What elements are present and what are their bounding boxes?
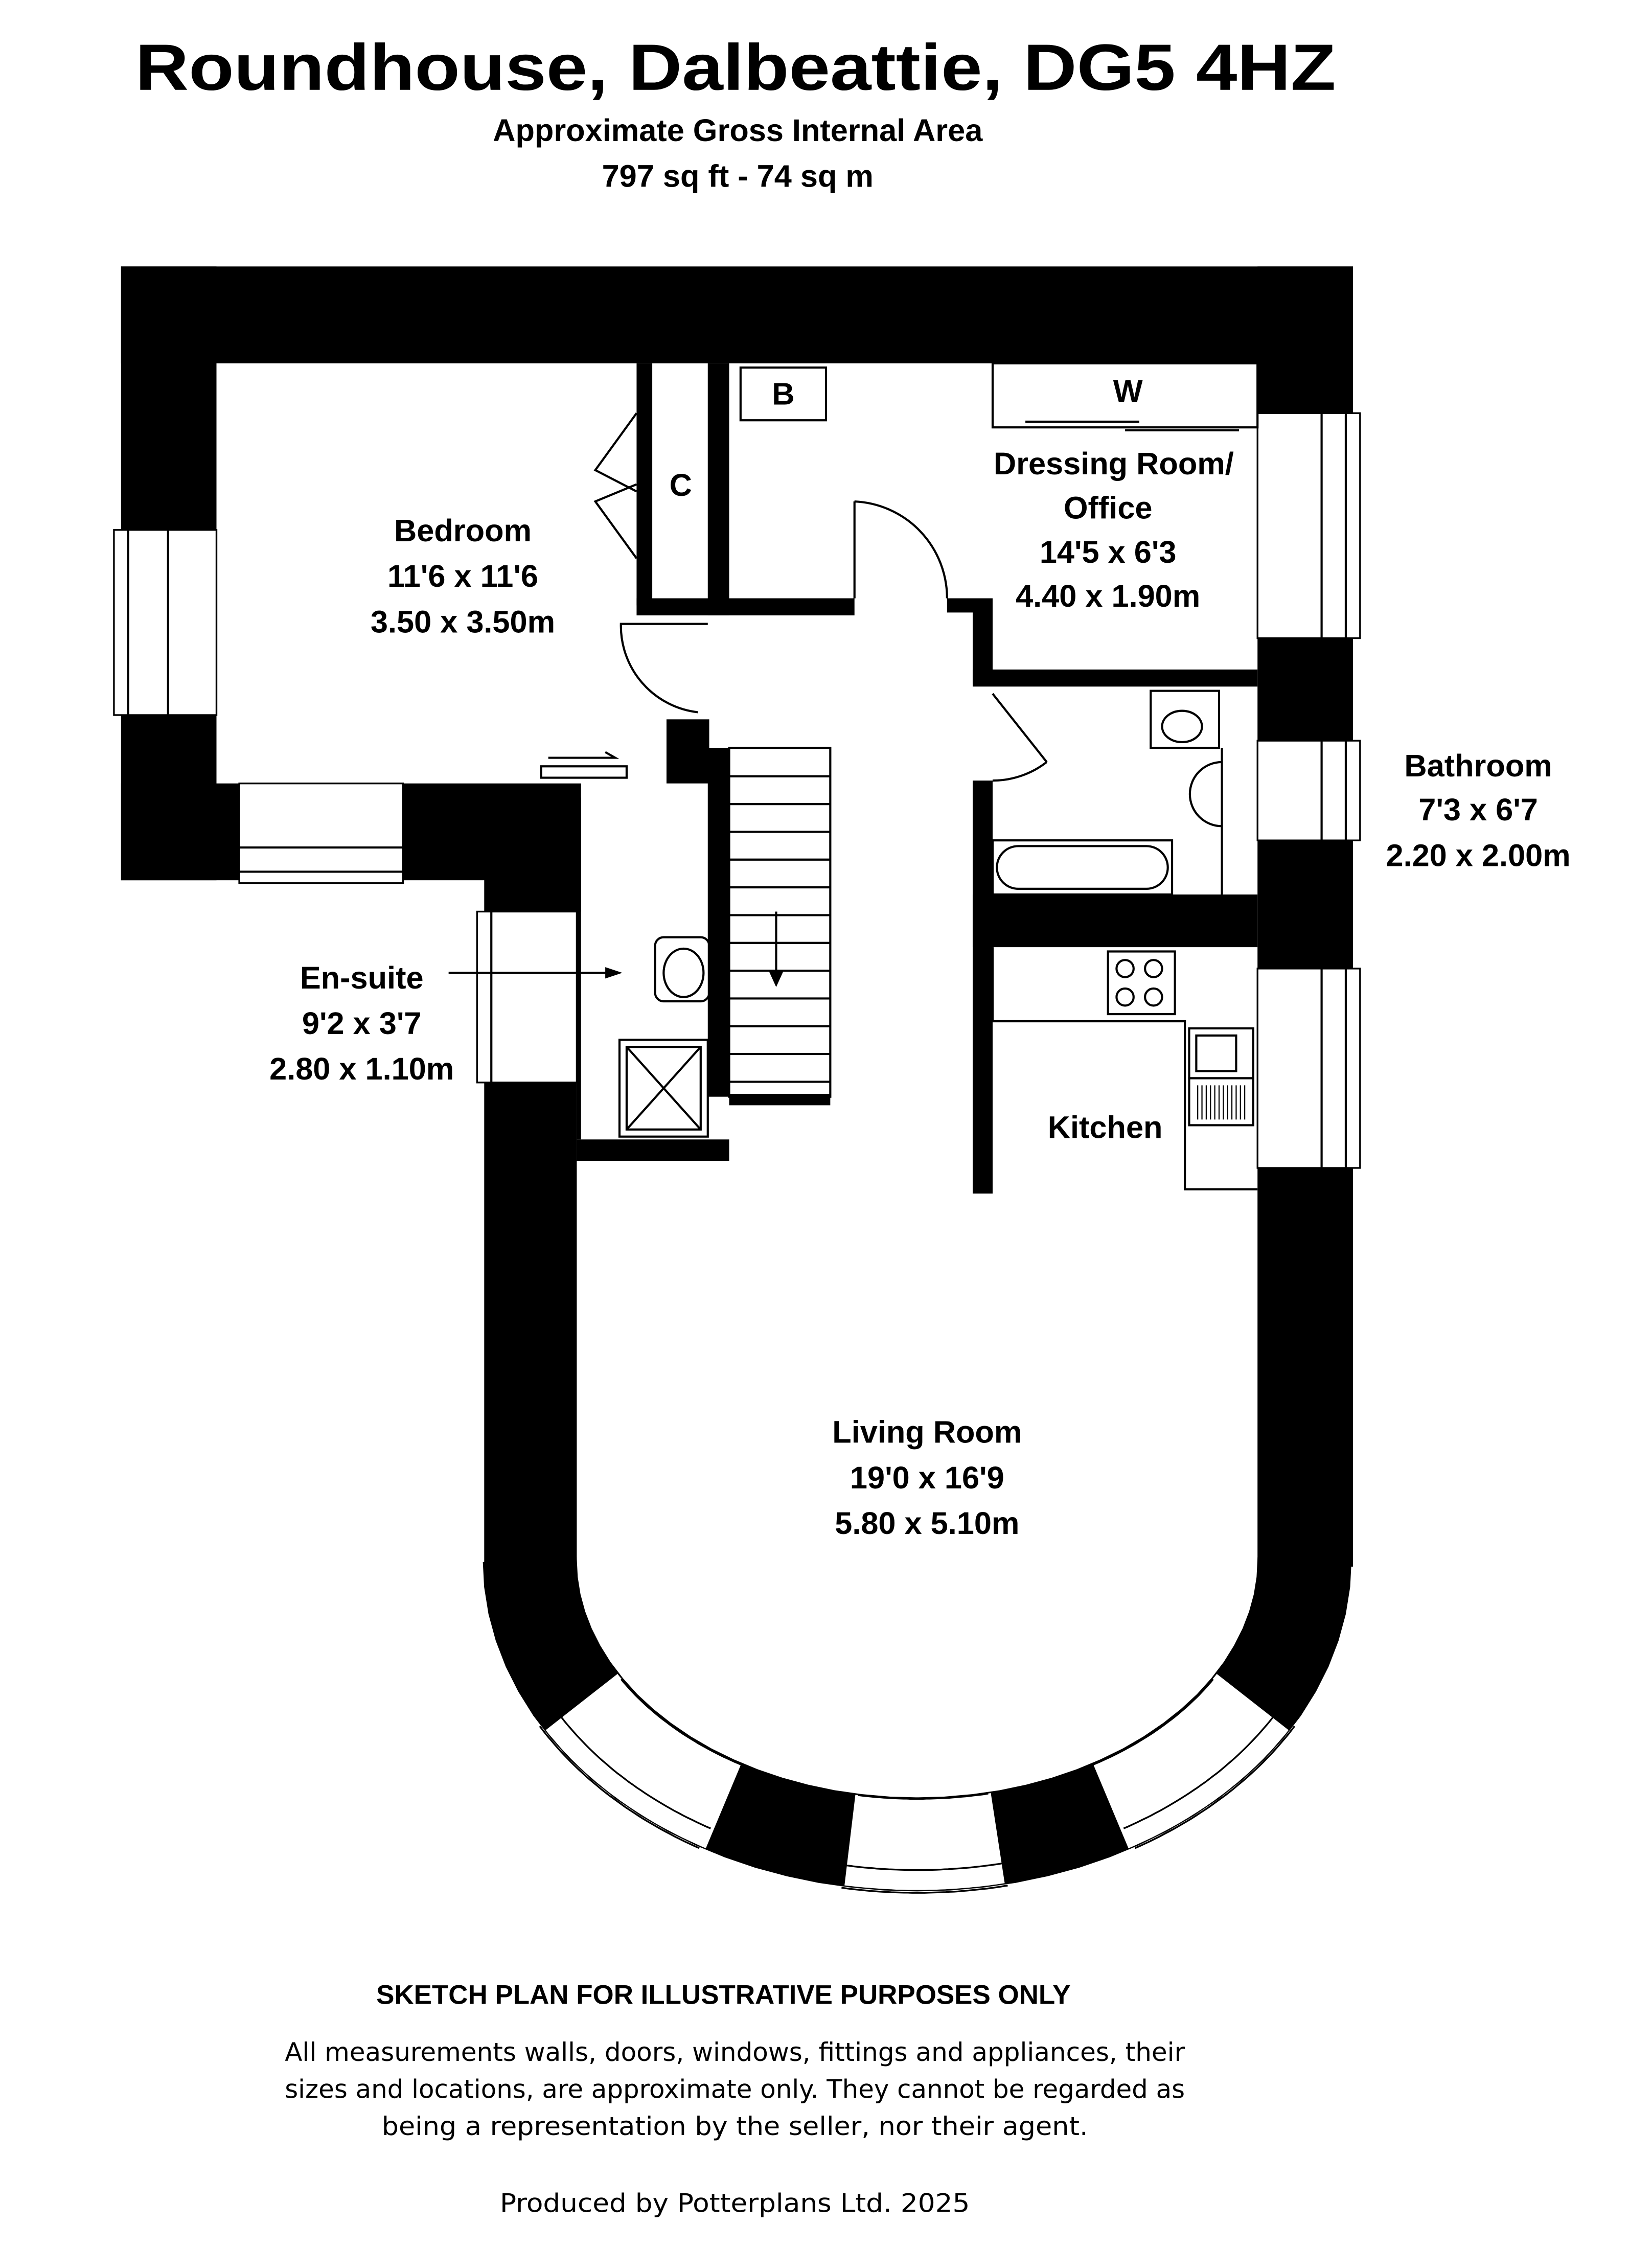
boiler bbox=[739, 366, 828, 422]
door-bathroom bbox=[992, 693, 1048, 782]
dressing-imperial: 14'5 x 6'3 bbox=[1040, 535, 1177, 569]
disclaimer-line-2: sizes and locations, are approximate onl… bbox=[285, 2074, 1185, 2104]
fixtures bbox=[448, 362, 1259, 1190]
wardrobe bbox=[991, 362, 1259, 429]
bedroom-imperial: 11'6 x 11'6 bbox=[387, 559, 538, 593]
disclaimer-line-1: All measurements walls, doors, windows, … bbox=[285, 2037, 1185, 2067]
kitchen-name: Kitchen bbox=[1048, 1110, 1163, 1144]
arrow-icon bbox=[548, 751, 620, 759]
curved-bay-wall bbox=[483, 1557, 1351, 1894]
bathroom-metric: 2.20 x 2.00m bbox=[1386, 838, 1570, 873]
windows bbox=[113, 412, 1361, 1169]
wardrobe-label: W bbox=[1113, 374, 1143, 408]
living-name: Living Room bbox=[832, 1415, 1022, 1450]
dressing-name-2: Office bbox=[1064, 490, 1153, 525]
ensuite-metric: 2.80 x 1.10m bbox=[269, 1051, 454, 1086]
ensuite-imperial: 9'2 x 3'7 bbox=[302, 1006, 422, 1041]
area-total: 797 sq ft - 74 sq m bbox=[602, 158, 874, 193]
door-dressing bbox=[853, 500, 948, 599]
walls bbox=[121, 266, 1353, 1567]
dressing-metric: 4.40 x 1.90m bbox=[1016, 579, 1200, 613]
living-imperial: 19'0 x 16'9 bbox=[850, 1460, 1004, 1495]
bay-window bbox=[1093, 1673, 1289, 1848]
area-subtitle: Approximate Gross Internal Area bbox=[493, 113, 983, 148]
bedroom-metric: 3.50 x 3.50m bbox=[371, 604, 555, 639]
cupboard-doors bbox=[593, 412, 638, 559]
ensuite-name: En-suite bbox=[300, 960, 424, 995]
boiler-label: B bbox=[772, 377, 794, 411]
bay-window bbox=[545, 1673, 741, 1848]
room-labels: Bedroom 11'6 x 11'6 3.50 x 3.50m C B W D… bbox=[269, 374, 1571, 1541]
page-title: Roundhouse, Dalbeattie, DG5 4HZ bbox=[135, 31, 1336, 104]
bathroom-imperial: 7'3 x 6'7 bbox=[1418, 792, 1538, 827]
door-bedroom bbox=[620, 623, 708, 714]
disclaimer-title: SKETCH PLAN FOR ILLUSTRATIVE PURPOSES ON… bbox=[376, 1980, 1070, 2010]
disclaimer-line-3: being a representation by the seller, no… bbox=[382, 2111, 1088, 2141]
staircase bbox=[728, 746, 832, 1098]
dressing-name-1: Dressing Room/ bbox=[994, 446, 1234, 481]
bedroom-name: Bedroom bbox=[394, 513, 532, 548]
hob bbox=[1107, 950, 1176, 1016]
living-metric: 5.80 x 5.10m bbox=[835, 1506, 1019, 1541]
bay-window bbox=[844, 1793, 1005, 1890]
cupboard-label: C bbox=[670, 468, 692, 502]
bathroom-name: Bathroom bbox=[1404, 748, 1552, 783]
producer-credit: Produced by Potterplans Ltd. 2025 bbox=[500, 2188, 970, 2218]
